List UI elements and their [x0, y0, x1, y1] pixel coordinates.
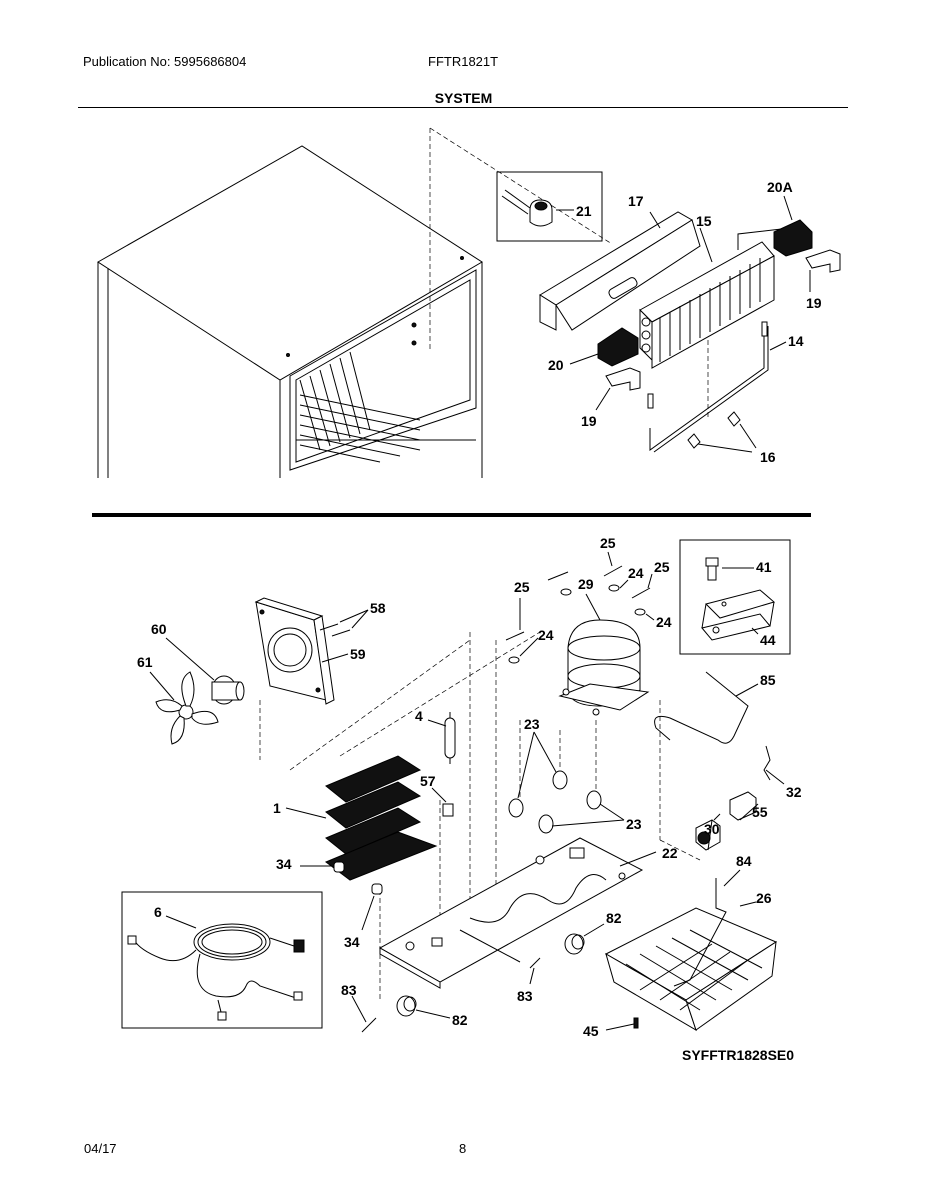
callout-84: 84	[736, 853, 752, 869]
compressor-grommets	[508, 731, 625, 834]
callout-25-left: 25	[514, 579, 530, 595]
callout-22: 22	[662, 845, 678, 861]
section-divider	[92, 513, 811, 517]
callout-57: 57	[420, 773, 436, 789]
callout-6: 6	[154, 904, 162, 920]
callout-82-right: 82	[606, 910, 622, 926]
callout-41: 41	[756, 559, 772, 575]
callout-1: 1	[273, 800, 281, 816]
relay-overload	[695, 745, 785, 851]
guide-lines-upper	[429, 127, 709, 420]
mounting-hardware	[351, 923, 605, 1033]
inset-box-harness	[121, 891, 323, 1029]
publication-date: 04/17	[84, 1141, 117, 1156]
filter-drier	[427, 712, 456, 764]
evaporator-cover	[539, 211, 701, 331]
guide-lines-lower	[259, 631, 701, 1000]
callout-60: 60	[151, 621, 167, 637]
callout-16: 16	[760, 449, 776, 465]
discharge-tube	[654, 671, 759, 744]
callout-20: 20	[548, 357, 564, 373]
inset-box-bracket	[679, 539, 791, 655]
condenser-clip	[431, 787, 454, 817]
callout-4: 4	[415, 708, 423, 724]
defrost-heater	[647, 321, 787, 453]
diagram-code: SYFFTR1828SE0	[682, 1047, 794, 1063]
callout-29: 29	[578, 576, 594, 592]
callout-15: 15	[696, 213, 712, 229]
publication-number: Publication No: 5995686804	[83, 54, 247, 69]
inset-box-21	[496, 171, 603, 242]
fan-blade	[149, 671, 219, 745]
callout-19-upper: 19	[806, 295, 822, 311]
header-divider	[78, 107, 848, 108]
drain-pan	[604, 869, 778, 1032]
shroud-screws	[319, 609, 369, 637]
callout-14: 14	[788, 333, 804, 349]
callout-85: 85	[760, 672, 776, 688]
compressor	[558, 593, 650, 716]
callout-61: 61	[137, 654, 153, 670]
callout-26: 26	[756, 890, 772, 906]
refrigerator-cabinet	[97, 145, 483, 478]
callout-34-left: 34	[276, 856, 292, 872]
model-number: FFTR1821T	[428, 54, 499, 69]
callout-25-top: 25	[600, 535, 616, 551]
callout-20A: 20A	[767, 179, 793, 195]
callout-83-left: 83	[341, 982, 357, 998]
callout-44: 44	[760, 632, 776, 648]
heater-clips	[687, 411, 757, 453]
callout-23-bottom: 23	[626, 816, 642, 832]
callout-55: 55	[752, 804, 768, 820]
callout-30: 30	[704, 821, 720, 837]
callout-24-left: 24	[538, 627, 554, 643]
callout-45: 45	[583, 1023, 599, 1039]
insulation-block-20	[569, 327, 641, 411]
base-plate	[378, 837, 657, 989]
section-title: SYSTEM	[434, 90, 493, 106]
fan-shroud	[254, 597, 349, 705]
callout-17: 17	[628, 193, 644, 209]
condenser	[285, 755, 438, 881]
callout-58: 58	[370, 600, 386, 616]
fan-motor	[165, 637, 245, 705]
callout-24-right: 24	[656, 614, 672, 630]
callout-82-left: 82	[452, 1012, 468, 1028]
callout-21: 21	[576, 203, 592, 219]
compressor-clips-washers	[505, 551, 655, 664]
page-number: 8	[459, 1141, 467, 1156]
callout-23-top: 23	[524, 716, 540, 732]
insulation-block-20a	[773, 195, 841, 292]
callout-34-bottom: 34	[344, 934, 360, 950]
callout-24-top: 24	[628, 565, 644, 581]
callout-59: 59	[350, 646, 366, 662]
callout-83-right: 83	[517, 988, 533, 1004]
callout-32: 32	[786, 784, 802, 800]
evaporator	[639, 227, 791, 369]
callout-19-lower: 19	[581, 413, 597, 429]
condenser-spacers	[300, 861, 383, 931]
callout-25-right: 25	[654, 559, 670, 575]
